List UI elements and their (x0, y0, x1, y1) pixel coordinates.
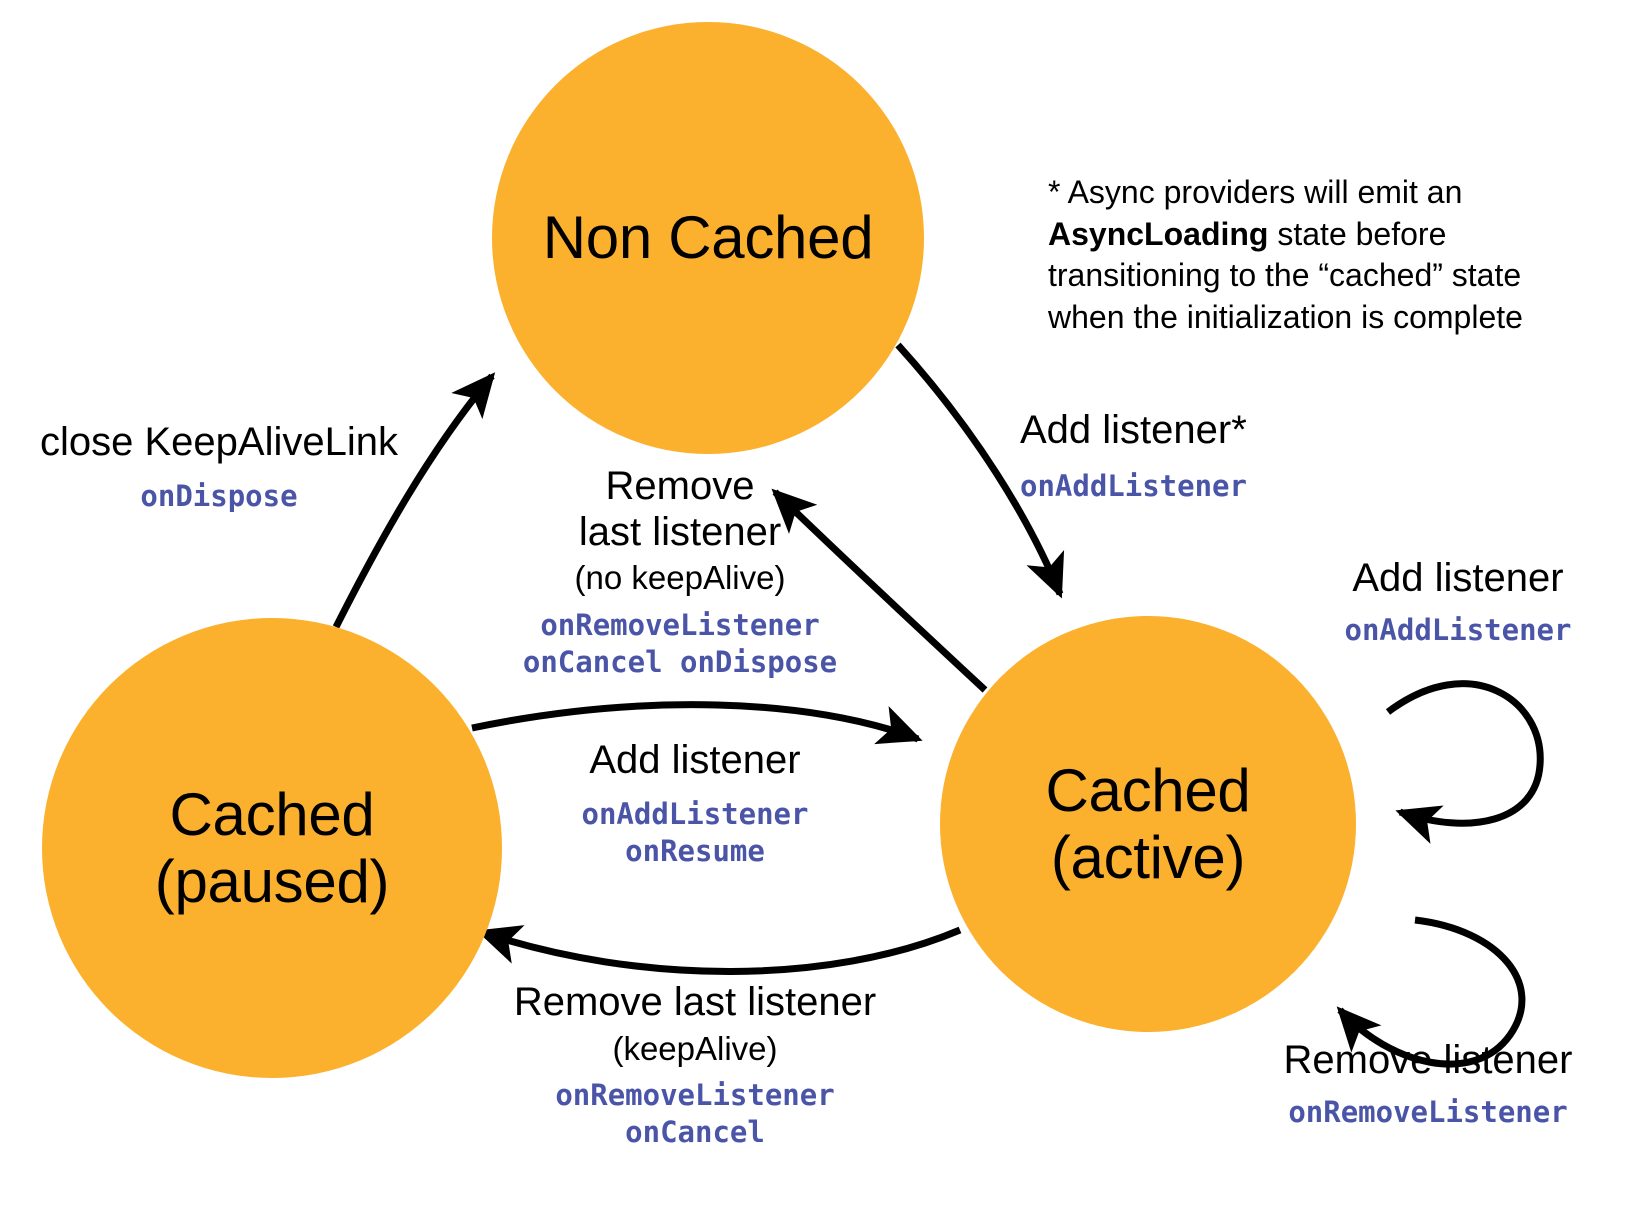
edge-label-active-self-remove: Remove listener onRemoveListener (1222, 1038, 1634, 1131)
edge-path-active-self-add (1385, 680, 1544, 844)
footnote-line-1: * Async providers will emit an (1048, 174, 1463, 210)
edge-label-code: onAddListener (1344, 612, 1572, 647)
edge-path-noncached-to-active (895, 342, 1065, 599)
edge-path-paused-to-active (471, 701, 923, 745)
edge-path-active-to-paused (476, 925, 962, 975)
edge-label-code: onDispose (140, 478, 298, 513)
edge-label-code: onRemoveListener onCancel (555, 1078, 835, 1150)
edge-label-code: onRemoveListener onCancel onDispose (522, 607, 838, 679)
footnote-line-2: AsyncLoading state before (1048, 214, 1548, 256)
edge-label-paused-to-active: Add listener onAddListener onResume (500, 738, 890, 870)
edge-label-code: onAddListener (1020, 468, 1247, 503)
footnote-line-3: transitioning to the “cached” state (1048, 257, 1522, 294)
edge-label-code: onRemoveListener (1288, 1094, 1568, 1129)
edge-label-code: onAddListener onResume (581, 796, 809, 868)
edge-label-main: Add listener (1352, 556, 1564, 600)
state-label-cached-active: Cached (active) (1045, 756, 1251, 891)
edge-label-active-to-paused: Remove last listener (keepAlive) onRemov… (450, 980, 940, 1151)
edge-label-paused-to-noncached: close KeepAliveLink onDispose (14, 420, 424, 515)
edge-label-noncached-to-active: Add listener* onAddListener (1020, 408, 1340, 505)
state-label-cached-paused: Cached (paused) (154, 780, 390, 915)
footnote-line-2-rest: state before (1268, 215, 1447, 252)
edge-label-main: Remove listener (1283, 1038, 1573, 1082)
state-node-cached-paused[interactable]: Cached (paused) (42, 618, 502, 1078)
edge-path-paused-to-noncached (332, 372, 496, 629)
state-node-cached-active[interactable]: Cached (active) (940, 616, 1356, 1032)
edge-label-main: Remove last listener (578, 464, 782, 554)
edge-label-active-self-add: Add listener onAddListener (1280, 556, 1636, 649)
edge-label-main: Remove last listener (513, 980, 877, 1024)
edge-label-main: close KeepAliveLink (40, 420, 398, 464)
footnote-bold-term: AsyncLoading (1048, 215, 1269, 252)
state-node-non-cached[interactable]: Non Cached (492, 22, 924, 454)
edge-label-main: Add listener* (1020, 408, 1247, 452)
edge-label-sub: (keepAlive) (612, 1029, 778, 1067)
state-label-non-cached: Non Cached (542, 204, 874, 272)
edge-label-active-to-noncached: Remove last listener (no keepAlive) onRe… (480, 464, 880, 681)
edge-path-active-self-remove (1336, 916, 1526, 1068)
footnote-line-4: when the initialization is complete (1048, 298, 1523, 335)
edge-path-active-to-noncached (771, 488, 988, 693)
footnote-async-providers: * Async providers will emit an AsyncLoad… (1048, 172, 1548, 338)
edge-label-main: Add listener (589, 738, 801, 782)
edge-label-sub: (no keepAlive) (574, 559, 786, 597)
